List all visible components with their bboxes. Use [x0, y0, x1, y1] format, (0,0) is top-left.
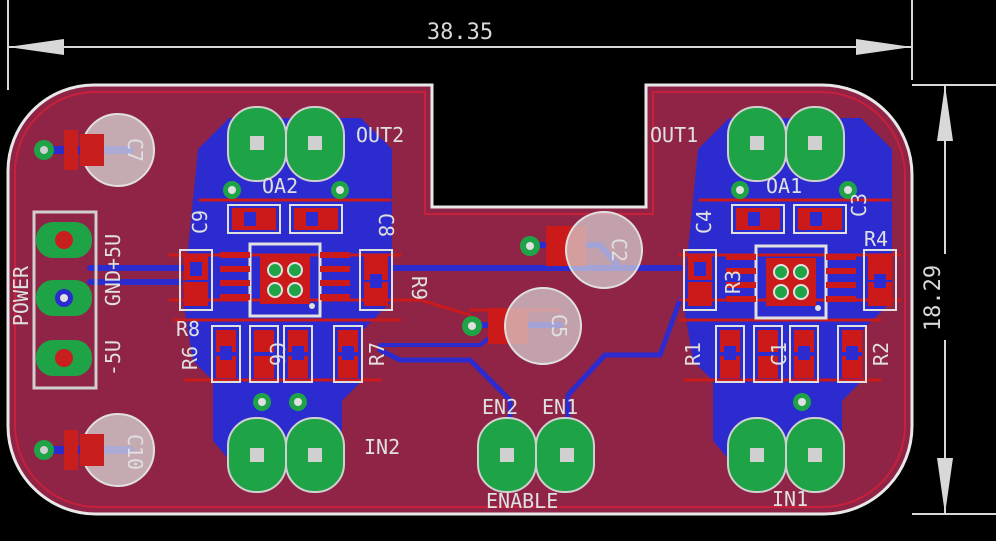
en1-label: EN1 [542, 395, 578, 419]
smd-c1b [789, 325, 819, 383]
dimension-height: 18.29 [912, 84, 996, 515]
c10-label: C10 [123, 434, 147, 470]
dimension-width: 38.35 [7, 0, 913, 90]
capacitor-c7: C7 [34, 113, 155, 187]
smd-r4: R4 [863, 227, 897, 311]
r1-label: R1 [681, 342, 705, 366]
smd-r1: R1 [681, 325, 745, 383]
connector-out2: OUT2 [227, 106, 404, 182]
capacitor-c10: C10 [34, 413, 155, 487]
smd-r2: R2 [837, 325, 893, 383]
smd-c9: C9 [188, 204, 281, 234]
power-connector: POWER GND+5U -5U [9, 210, 125, 390]
in2-label: IN2 [364, 435, 400, 459]
r6-label: R6 [178, 346, 202, 370]
opamp-oa2: OA2 [220, 174, 350, 318]
dimension-width-label: 38.35 [427, 20, 493, 45]
c5-label: C5 [547, 314, 571, 338]
smd-c6b [283, 325, 313, 383]
oa1-label: OA1 [766, 174, 802, 198]
in1-label: IN1 [772, 487, 808, 511]
minus-5v-label: -5U [101, 340, 125, 376]
opamp-oa1: OA1 [726, 174, 857, 320]
capacitor-c5: C5 [462, 287, 582, 365]
c7-label: C7 [123, 138, 147, 162]
r4-label: R4 [864, 227, 888, 251]
r2-label: R2 [869, 342, 893, 366]
smd-r8: R8 [176, 249, 213, 341]
dimension-height-label: 18.29 [921, 265, 946, 331]
power-label: POWER [9, 265, 33, 326]
smd-r7: R7 [333, 325, 389, 383]
c2-label: C2 [607, 238, 631, 262]
gnd-5v-label: GND+5U [101, 234, 125, 306]
connector-in2: IN2 [227, 417, 400, 493]
capacitor-c2: C2 [520, 211, 643, 289]
connector-out1: OUT1 [650, 106, 845, 182]
out2-label: OUT2 [356, 123, 404, 147]
r8-label: R8 [176, 317, 200, 341]
smd-r6: R6 [178, 325, 241, 383]
connector-in1: IN1 [727, 417, 845, 511]
smd-c1: C1 [753, 325, 791, 383]
out1-label: OUT1 [650, 123, 698, 147]
connector-enable: EN2 EN1 ENABLE [477, 395, 595, 513]
c9-label: C9 [188, 210, 212, 234]
c6-label: C6 [265, 342, 289, 366]
oa2-label: OA2 [262, 174, 298, 198]
c1-label: C1 [767, 342, 791, 366]
smd-r9: R9 [359, 249, 431, 311]
c8-label: C8 [374, 213, 398, 237]
smd-c8: C8 [289, 204, 398, 237]
en2-label: EN2 [482, 395, 518, 419]
r7-label: R7 [365, 342, 389, 366]
r3-label: R3 [721, 270, 745, 294]
smd-c3: C3 [793, 193, 871, 234]
r9-label: R9 [407, 276, 431, 300]
smd-c4: C4 [692, 204, 785, 234]
c3-label: C3 [847, 193, 871, 217]
smd-r3: R3 [683, 249, 745, 311]
c4-label: C4 [692, 210, 716, 234]
enable-label: ENABLE [486, 489, 558, 513]
